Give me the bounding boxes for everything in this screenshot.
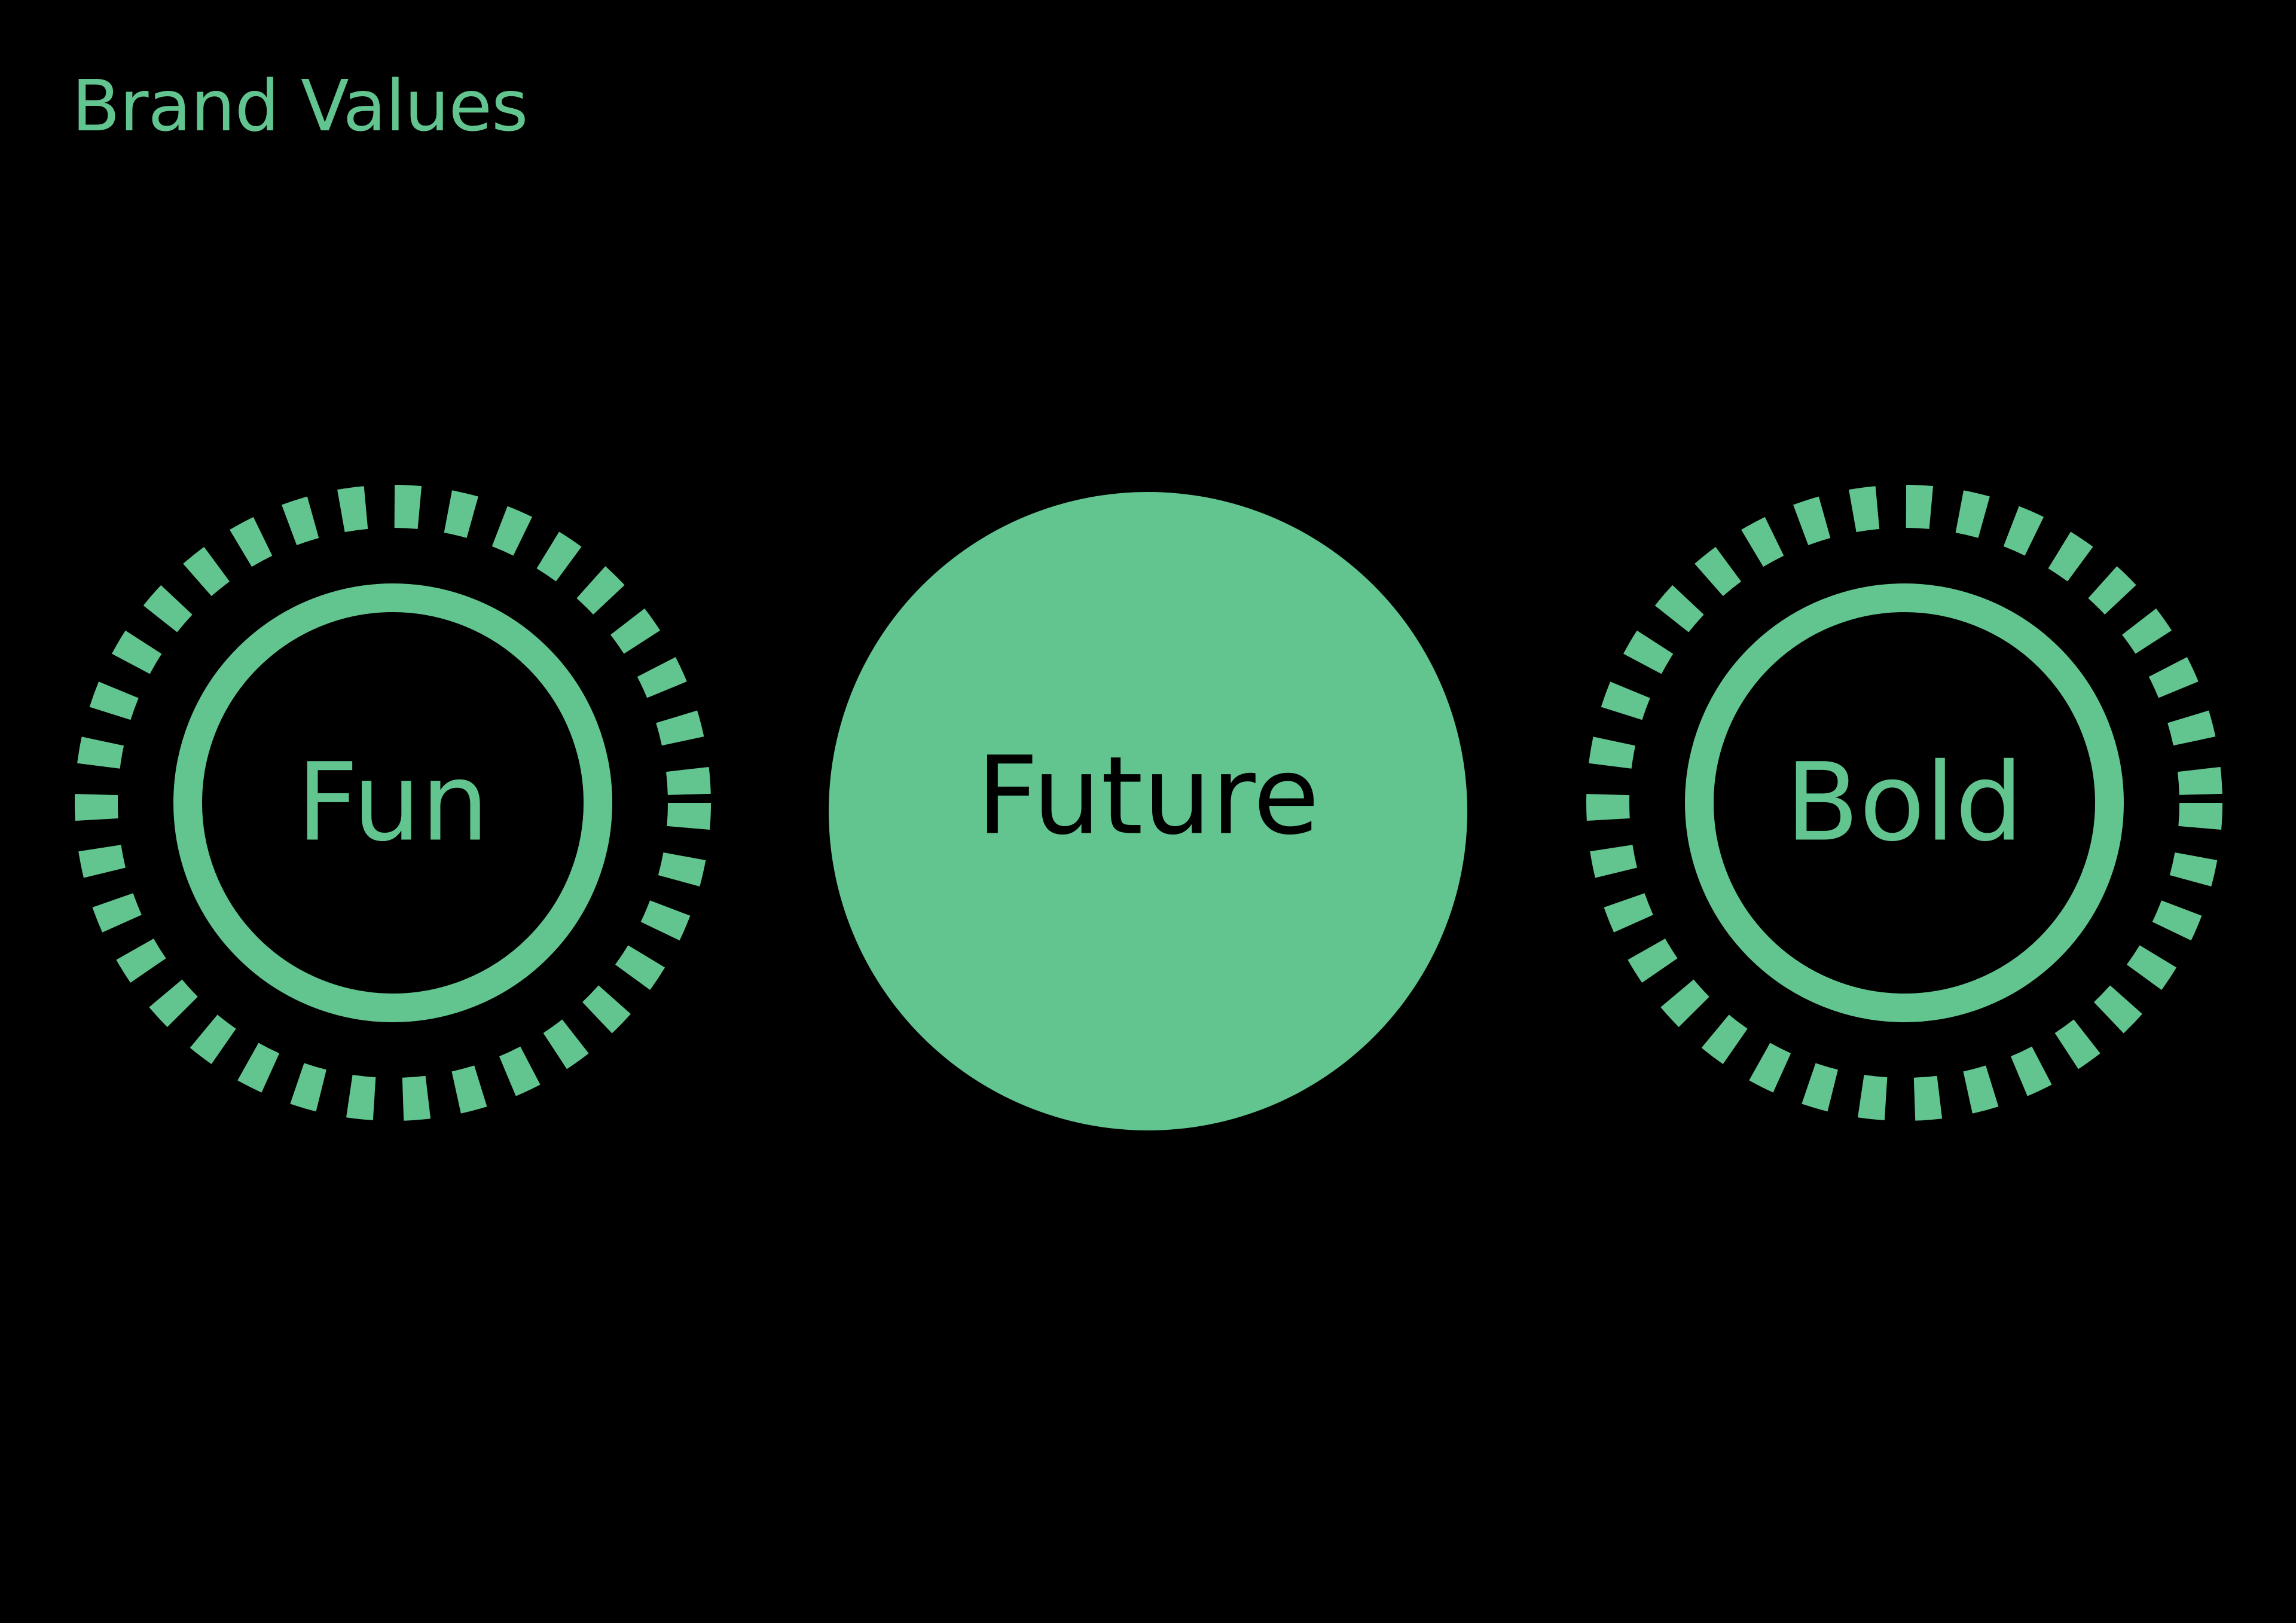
value-badge-future: Future (829, 492, 1467, 1130)
filled-circle-future (829, 492, 1467, 1130)
value-badge-bold: Bold (1586, 485, 2222, 1121)
dashed-ring-bold (1586, 485, 2222, 1121)
value-badge-fun: Fun (75, 485, 711, 1121)
value-label-bold: Bold (1785, 741, 2023, 866)
value-label-future: Future (976, 734, 1319, 859)
page-title: Brand Values (72, 65, 528, 147)
value-label-fun: Fun (297, 741, 489, 866)
dashed-ring-fun (75, 485, 711, 1121)
outline-circle-fun (173, 583, 612, 1022)
outline-circle-bold (1685, 583, 2124, 1022)
